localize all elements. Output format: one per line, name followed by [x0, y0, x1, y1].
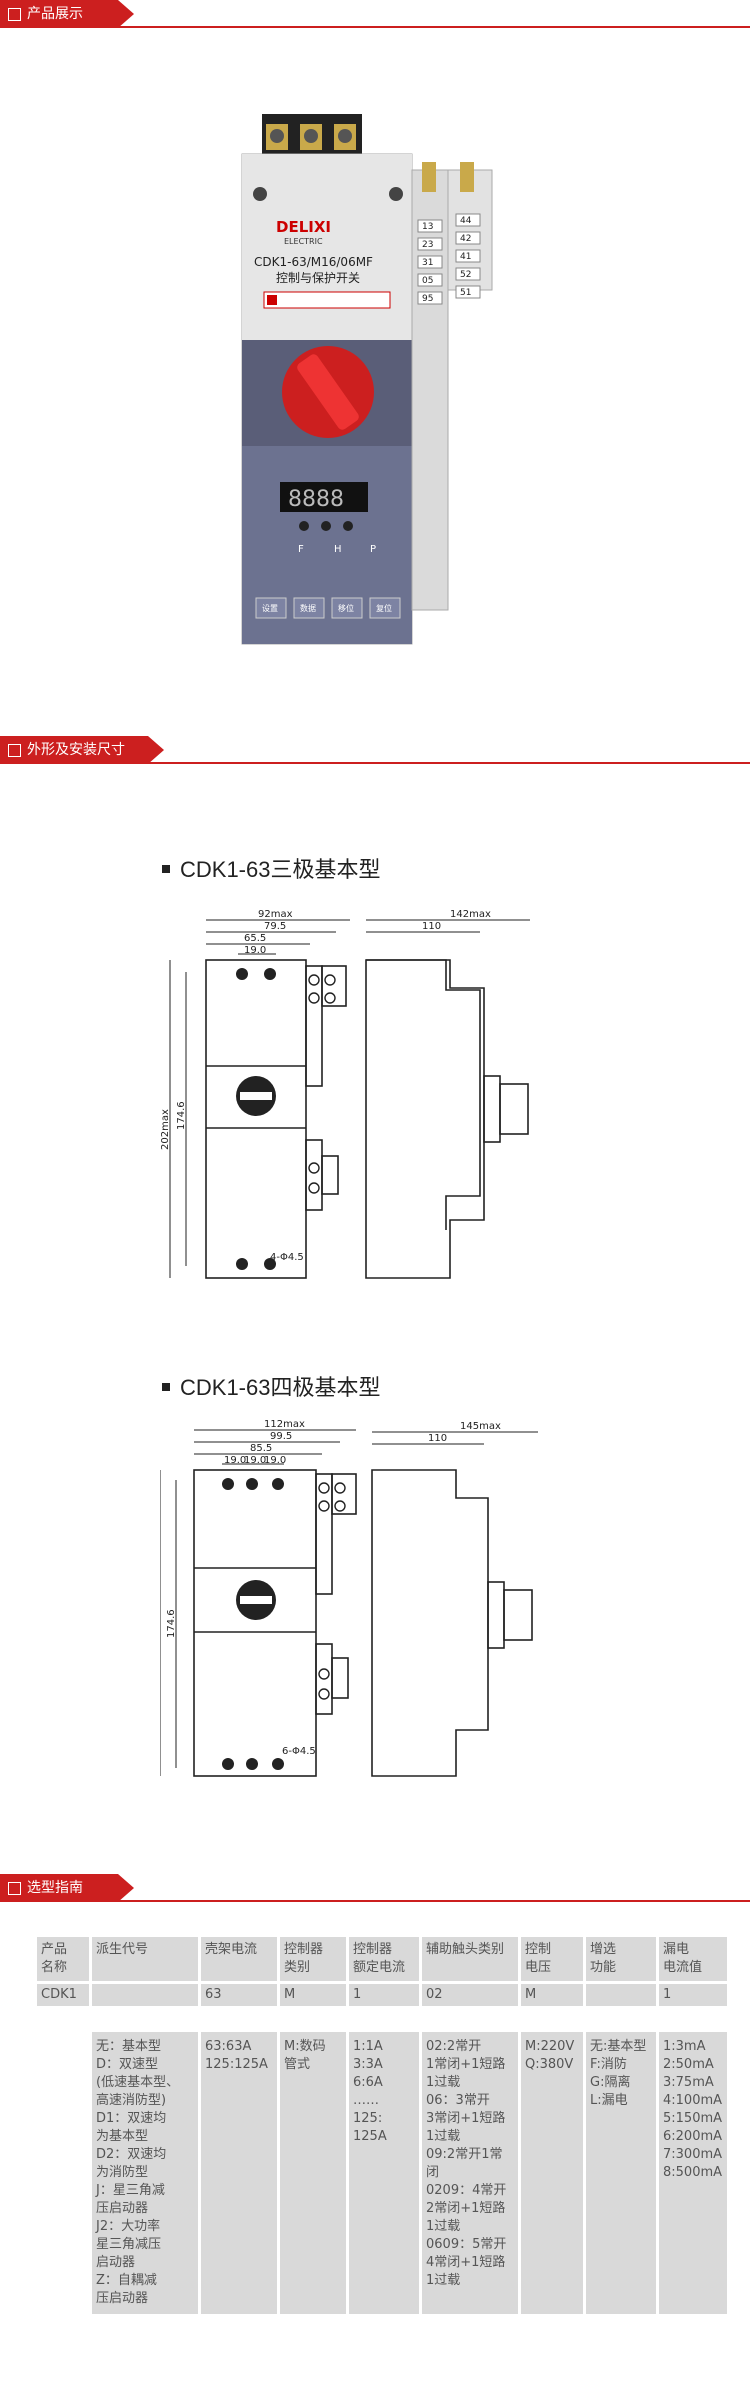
- header-derivative-code: 派生代号: [92, 1937, 198, 1981]
- dim-d3b: 19.0: [244, 1455, 266, 1466]
- led-display: [280, 482, 368, 512]
- header-leakage-current: 漏电 电流值: [659, 1937, 727, 1981]
- drawing-title-text: CDK1-63四极基本型: [180, 1375, 381, 1400]
- aux-label-44: 44: [460, 216, 472, 226]
- table-cell: 02: [422, 1984, 518, 2006]
- dim-d2: 85.5: [250, 1443, 272, 1454]
- table-row: CDK1 63 M 1 02 M 1: [37, 1984, 727, 2006]
- selection-table: 产品 名称 派生代号 壳架电流 控制器 类别 控制器 额定电流 辅助触头类别 控…: [34, 1934, 730, 2317]
- table-cell: 无:基本型 F:消防 G:隔离 L:漏电: [586, 2032, 656, 2314]
- section-title: 产品展示: [27, 6, 83, 22]
- aux-label-52: 52: [460, 270, 471, 280]
- table-cell: 1: [659, 1984, 727, 2006]
- section-header-dimensions: 外形及安装尺寸: [0, 736, 750, 764]
- table-cell: [37, 2032, 89, 2314]
- drawing-title: CDK1-63三极基本型: [162, 852, 380, 884]
- dim-d1: 99.5: [270, 1431, 292, 1442]
- section-title: 外形及安装尺寸: [27, 742, 125, 758]
- edit-icon: [8, 8, 21, 21]
- aux-label-41: 41: [460, 252, 471, 262]
- display-digits: 8888: [288, 487, 344, 512]
- dim-width-max: 112max: [264, 1419, 305, 1430]
- dim-d3: 19.0: [244, 945, 266, 956]
- bullet-icon: [162, 865, 170, 873]
- dim-holes: 6-Φ4.5: [282, 1746, 316, 1757]
- section-header-product: 产品展示: [0, 0, 750, 28]
- table-cell: [92, 1984, 198, 2006]
- header-extra-function: 增选 功能: [586, 1937, 656, 1981]
- edit-icon: [8, 744, 21, 757]
- aux-label-42: 42: [460, 234, 471, 244]
- indicator-f: F: [298, 544, 304, 555]
- drawing-title-text: CDK1-63三极基本型: [180, 857, 381, 882]
- reset-button-label: 复位: [376, 603, 392, 613]
- table-cell: 1:3mA 2:50mA 3:75mA 4:100mA 5:150mA 6:20…: [659, 2032, 727, 2314]
- table-cell: 无：基本型 D：双速型 (低速基本型、 高速消防型) D1：双速均 为基本型 D…: [92, 2032, 198, 2314]
- table-cell: 02:2常开 1常闭+1短路 1过载 06：3常开 3常闭+1短路 1过载 09…: [422, 2032, 518, 2314]
- table-cell: 1:1A 3:3A 6:6A …… 125: 125A: [349, 2032, 419, 2314]
- dim-height-max: 202max: [160, 1109, 171, 1150]
- section-title: 选型指南: [27, 1880, 83, 1896]
- table-cell: 63:63A 125:125A: [201, 2032, 277, 2314]
- dim-d3c: 19.0: [264, 1455, 286, 1466]
- table-cell: 1: [349, 1984, 419, 2006]
- model-label: CDK1-63/M16/06MF: [254, 255, 373, 269]
- header-controller-current: 控制器 额定电流: [349, 1937, 419, 1981]
- set-button-label: 设置: [262, 603, 278, 613]
- dim-holes: 4-Φ4.5: [270, 1252, 304, 1263]
- indicator-p: P: [370, 544, 376, 555]
- header-product-name: 产品 名称: [37, 1937, 89, 1981]
- header-controller-type: 控制器 类别: [280, 1937, 346, 1981]
- dim-d3a: 19.0: [224, 1455, 246, 1466]
- dim-d1: 79.5: [264, 921, 286, 932]
- dim-height-2: 174.6: [176, 1101, 187, 1130]
- table-header-row: 产品 名称 派生代号 壳架电流 控制器 类别 控制器 额定电流 辅助触头类别 控…: [37, 1937, 727, 1981]
- side-width-max: 145max: [460, 1421, 501, 1432]
- table-row: 无：基本型 D：双速型 (低速基本型、 高速消防型) D1：双速均 为基本型 D…: [37, 2032, 727, 2314]
- indicator-h: H: [334, 544, 342, 555]
- aux-label-95: 95: [422, 294, 433, 304]
- aux-label-51: 51: [460, 288, 471, 298]
- dimension-drawing-4pole: 112max 99.5 85.5 19.0 19.0 19.0 202max 1…: [160, 1419, 538, 1777]
- table-cell: M: [521, 1984, 583, 2006]
- product-name-label: 控制与保护开关: [276, 271, 360, 285]
- table-cell: M: [280, 1984, 346, 2006]
- dim-d2: 65.5: [244, 933, 266, 944]
- table-cell: CDK1: [37, 1984, 89, 2006]
- table-cell: M:220V Q:380V: [521, 2032, 583, 2314]
- set-button: [255, 597, 287, 619]
- data-button-label: 数据: [300, 603, 316, 613]
- side-width-max: 142max: [450, 909, 491, 920]
- dimension-drawing-3pole: 92max 79.5 65.5 19.0 202max 174.6 4-Φ4.5…: [160, 909, 530, 1279]
- section-header-selection: 选型指南: [0, 1874, 750, 1902]
- dim-width-max: 92max: [258, 909, 293, 920]
- header-control-voltage: 控制 电压: [521, 1937, 583, 1981]
- product-image: DELIXI ELECTRIC CDK1-63/M16/06MF 控制与保护开关…: [241, 114, 493, 645]
- header-aux-contact: 辅助触头类别: [422, 1937, 518, 1981]
- reset-button: [369, 597, 401, 619]
- side-d1: 110: [422, 921, 441, 932]
- aux-label-23: 23: [422, 240, 433, 250]
- brand-sub: ELECTRIC: [284, 237, 323, 246]
- edit-icon: [8, 1882, 21, 1895]
- table-cell: 63: [201, 1984, 277, 2006]
- aux-label-13: 13: [422, 222, 433, 232]
- shift-button: [331, 597, 363, 619]
- table-cell: [586, 1984, 656, 2006]
- shift-button-label: 移位: [338, 603, 354, 613]
- bullet-icon: [162, 1383, 170, 1391]
- aux-label-05: 05: [422, 276, 433, 286]
- side-d1: 110: [428, 1433, 447, 1444]
- drawing-title: CDK1-63四极基本型: [162, 1370, 380, 1402]
- data-button: [293, 597, 325, 619]
- aux-label-31: 31: [422, 258, 433, 268]
- dim-height-2: 174.6: [166, 1609, 177, 1638]
- table-cell: M:数码 管式: [280, 2032, 346, 2314]
- brand-logo: DELIXI: [276, 218, 331, 236]
- header-frame-current: 壳架电流: [201, 1937, 277, 1981]
